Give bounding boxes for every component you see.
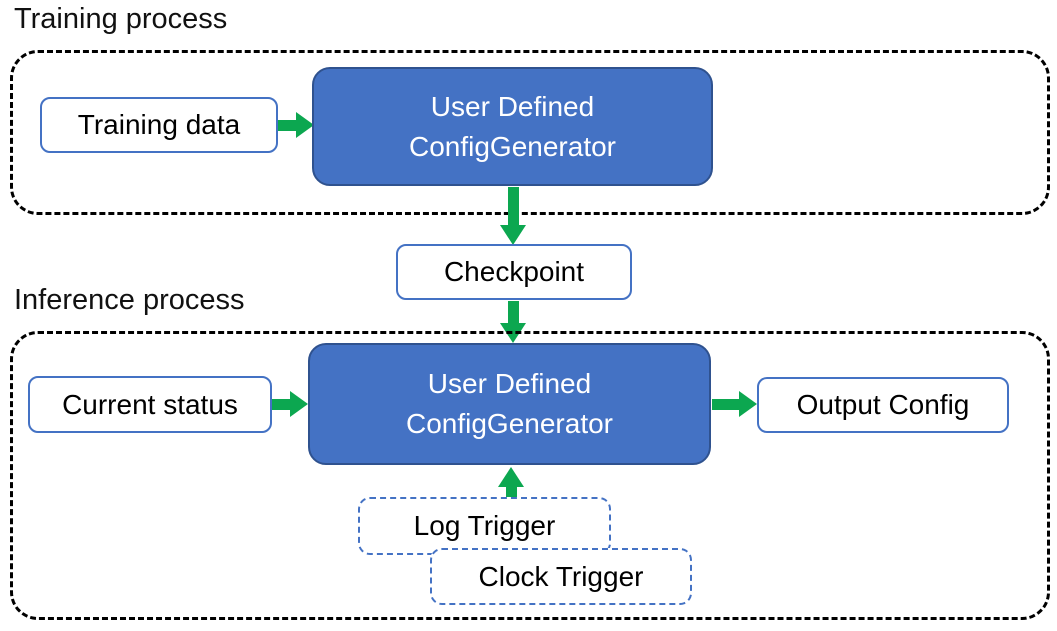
clock-trigger-box: Clock Trigger	[430, 548, 692, 605]
arrow-current-status-to-generator	[272, 390, 308, 418]
training-process-label: Training process	[14, 3, 228, 35]
arrow-triggers-to-generator	[497, 467, 525, 498]
arrow-shaft	[507, 187, 519, 225]
arrow-generator-to-checkpoint	[499, 187, 527, 245]
arrow-shaft	[278, 119, 296, 131]
arrow-shaft	[272, 398, 290, 410]
training-process-container	[10, 50, 1050, 215]
arrow-head-icon	[498, 467, 524, 487]
inference-config-generator-line2: ConfigGenerator	[405, 408, 613, 439]
arrow-head-icon	[290, 391, 308, 417]
arrow-head-icon	[500, 225, 526, 245]
arrow-shaft	[712, 398, 739, 410]
arrow-shaft	[507, 301, 519, 323]
inference-process-container	[10, 331, 1050, 620]
arrow-shaft	[505, 487, 517, 498]
training-config-generator-line1: User Defined	[430, 90, 595, 122]
inference-process-label: Inference process	[14, 284, 245, 316]
arrow-training-data-to-generator	[278, 111, 314, 139]
log-trigger-box: Log Trigger	[358, 497, 611, 555]
inference-config-generator-box: User Defined ConfigGenerator	[308, 343, 711, 465]
inference-config-generator-line1: User Defined	[427, 368, 592, 399]
arrow-generator-to-output-config	[712, 390, 757, 418]
training-config-generator-line2: ConfigGenerator	[408, 130, 616, 162]
arrow-head-icon	[739, 391, 757, 417]
current-status-box: Current status	[28, 376, 272, 433]
training-data-box: Training data	[40, 97, 278, 153]
output-config-box: Output Config	[757, 377, 1009, 433]
arrow-head-icon	[296, 112, 314, 138]
training-config-generator-box: User Defined ConfigGenerator	[312, 67, 713, 186]
checkpoint-box: Checkpoint	[396, 244, 632, 300]
